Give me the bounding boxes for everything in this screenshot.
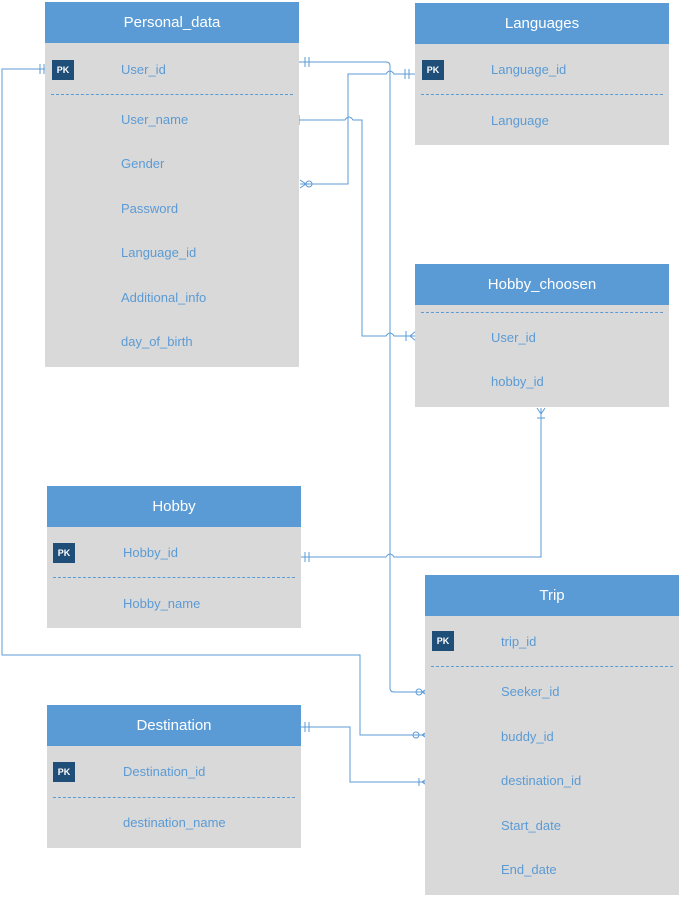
marker-hobby-one [304, 552, 310, 562]
entity-title: Hobby [47, 486, 301, 527]
field-user-name: User_name [121, 112, 189, 127]
field-separator [421, 94, 663, 95]
field-seeker-id: Seeker_id [501, 684, 560, 699]
entity-title: Destination [47, 705, 301, 746]
entity-title: Personal_data [45, 2, 299, 43]
field-additional-info: Additional_info [121, 290, 207, 305]
field-day-of-birth: day_of_birth [121, 334, 193, 349]
marker-userid-left-one [39, 64, 45, 74]
marker-dest-one [304, 722, 310, 732]
field-separator [431, 666, 673, 667]
entity-personal-data: Personal_data PK User_id User_name Gende… [45, 2, 299, 367]
rel-userid-buddy [1, 68, 428, 736]
marker-language-zero [305, 180, 313, 188]
pk-badge: PK [422, 60, 444, 80]
pk-field: Destination_id [123, 764, 206, 779]
entity-languages: Languages PK Language_id Language [415, 3, 669, 145]
field-hobby-name: Hobby_name [123, 596, 201, 611]
marker-hobbyid-many [536, 407, 546, 419]
entity-title: Hobby_choosen [415, 264, 669, 305]
pk-badge: PK [52, 60, 74, 80]
field-destination-id: destination_id [501, 773, 582, 788]
field-destination-name: destination_name [123, 815, 226, 830]
field-separator [51, 94, 293, 95]
field-password: Password [121, 201, 179, 216]
pk-badge: PK [53, 543, 75, 563]
rel-username-hobbychoosen [295, 116, 416, 337]
field-separator [421, 312, 663, 313]
field-gender: Gender [121, 156, 165, 171]
pk-field: Language_id [491, 62, 567, 77]
pk-field: Hobby_id [123, 545, 178, 560]
pk-field: trip_id [501, 634, 537, 649]
field-separator [53, 797, 295, 798]
field-separator [53, 577, 295, 578]
marker-seeker-zero [415, 688, 423, 696]
pk-badge: PK [432, 631, 454, 651]
entity-title: Trip [425, 575, 679, 616]
entity-hobby-choosen: Hobby_choosen User_id hobby_id [415, 264, 669, 407]
rel-language [300, 70, 416, 185]
rel-userid-seeker [299, 61, 428, 693]
marker-buddy-zero [412, 731, 420, 739]
marker-language-one [404, 69, 410, 79]
entity-destination: Destination PK Destination_id destinatio… [47, 705, 301, 848]
entity-hobby: Hobby PK Hobby_id Hobby_name [47, 486, 301, 628]
field-end-date: End_date [501, 862, 557, 877]
marker-hobbychoosen-many [405, 330, 417, 342]
field-language: Language [491, 113, 549, 128]
rel-destination [300, 726, 428, 783]
entity-title: Languages [415, 3, 669, 44]
entity-trip: Trip PK trip_id Seeker_id buddy_id desti… [425, 575, 679, 895]
field-hobby-id: hobby_id [491, 374, 544, 389]
marker-userid-one [304, 57, 310, 67]
field-language-id: Language_id [121, 245, 197, 260]
pk-badge: PK [53, 762, 75, 782]
rel-hobby [300, 408, 542, 558]
field-user-id: User_id [491, 330, 536, 345]
field-start-date: Start_date [501, 818, 561, 833]
pk-field: User_id [121, 62, 166, 77]
field-buddy-id: buddy_id [501, 729, 554, 744]
